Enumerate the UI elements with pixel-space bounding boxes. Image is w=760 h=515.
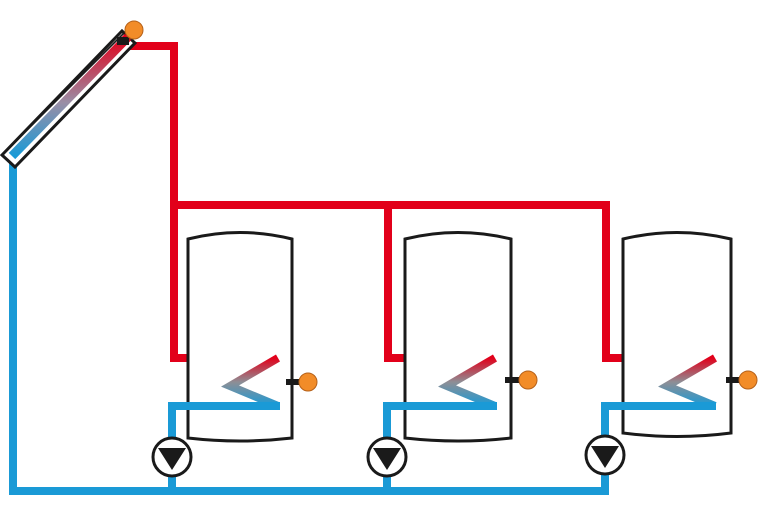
cold-return-pipe xyxy=(9,160,609,495)
storage-tank-2 xyxy=(403,231,513,443)
solar-collector xyxy=(0,28,138,170)
tank-2-sensor xyxy=(505,370,538,390)
coil-return-pipe-3 xyxy=(601,402,716,438)
heat-exchanger-coil-3 xyxy=(658,354,718,410)
heat-exchanger-coil-2 xyxy=(438,354,498,410)
collector-sensor xyxy=(117,20,144,45)
coil-return-pipe-2 xyxy=(383,402,497,438)
tank-1-sensor xyxy=(286,372,318,392)
pump-3 xyxy=(584,434,626,476)
pump-1 xyxy=(151,436,193,478)
storage-tank-1 xyxy=(186,231,294,443)
tank-3-sensor xyxy=(726,370,758,390)
pump-2 xyxy=(366,436,408,478)
storage-tank-3 xyxy=(621,231,733,438)
heat-exchanger-coil-1 xyxy=(221,354,281,410)
coil-return-pipe-1 xyxy=(168,402,280,438)
